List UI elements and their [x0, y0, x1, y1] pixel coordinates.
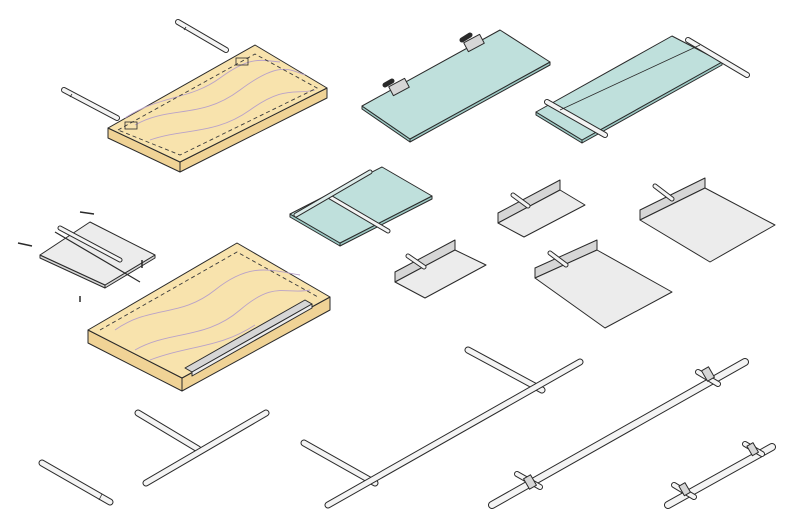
- shelf-top: [534, 249, 673, 329]
- t-bracket-short: [134, 409, 270, 487]
- rail-with-clips: [488, 358, 749, 509]
- wood-grain: [124, 59, 281, 119]
- rail-clip: [701, 366, 715, 382]
- plate-top: [39, 221, 156, 286]
- shelf-pin: [548, 251, 568, 267]
- shelf-top: [639, 187, 776, 263]
- hidden-bracket: [191, 303, 313, 377]
- wood-grain: [149, 324, 256, 361]
- support-rod: [544, 99, 608, 138]
- metal-shelf-small-a: [497, 179, 586, 238]
- glass-top: [535, 35, 723, 141]
- shelf-pin: [653, 184, 674, 201]
- support-rail: [294, 170, 372, 217]
- rail-clip: [746, 442, 759, 457]
- metal-shelf-small-b: [394, 239, 487, 299]
- metal-shelf-large-a: [639, 177, 776, 263]
- screw-icon: [17, 242, 33, 247]
- wood-shelf-hidden-bracket: [87, 242, 331, 392]
- t-bracket-long: [300, 346, 584, 509]
- screw-icon: [79, 211, 95, 215]
- wood-shelf-top: [87, 242, 331, 379]
- dashed-groove: [99, 251, 319, 331]
- dashed-groove: [116, 53, 318, 156]
- glass-shelf-clamp-brackets: [361, 29, 551, 143]
- glass-top: [361, 29, 551, 140]
- rail-short-with-clips: [664, 441, 776, 509]
- metal-plate-with-screws: [17, 211, 156, 302]
- rail-clip: [678, 482, 691, 497]
- rail-clip: [523, 474, 537, 490]
- clamp-bracket: [382, 77, 410, 97]
- pin-upper: [175, 19, 229, 53]
- wood-grain: [134, 289, 311, 351]
- support-rod: [328, 195, 390, 233]
- shelf-top: [394, 249, 487, 299]
- rod-single: [38, 459, 114, 506]
- plate-rod: [54, 231, 141, 283]
- wood-grain: [114, 269, 301, 331]
- plate-rod: [58, 226, 122, 262]
- pin-slot: [235, 57, 249, 66]
- glass-shelf-rod-support: [535, 35, 750, 144]
- glass-shelf-t-support: [289, 166, 433, 247]
- clamp-bracket: [459, 32, 485, 53]
- wood-grain: [149, 89, 316, 141]
- shelf-top: [497, 189, 586, 238]
- rail-line: [559, 44, 701, 111]
- pin-slot: [124, 121, 138, 130]
- shelf-pin: [511, 193, 530, 208]
- pin-lower: [61, 87, 120, 121]
- wood-grain: [134, 68, 306, 126]
- metal-shelf-large-b: [534, 239, 673, 329]
- shelf-pin: [406, 254, 426, 269]
- wood-shelf-with-pins: [61, 19, 328, 173]
